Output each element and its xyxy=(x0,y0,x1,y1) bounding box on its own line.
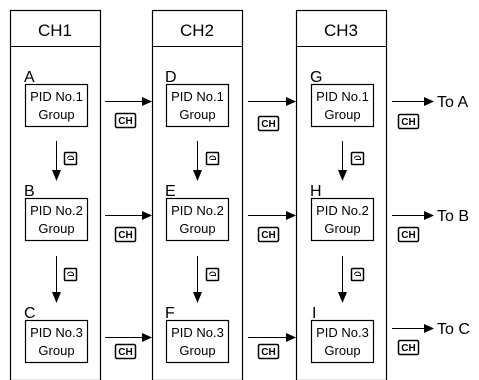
svg-text:CH: CH xyxy=(118,347,132,358)
column-header-ch2: CH2 xyxy=(180,21,214,40)
loop-key-icon xyxy=(63,151,78,166)
right-arrow xyxy=(105,333,152,342)
pid-group-box xyxy=(165,83,230,128)
pid-group-word: Group xyxy=(179,221,215,236)
svg-text:CH: CH xyxy=(261,230,275,241)
group-letter: C xyxy=(24,305,36,322)
svg-text:CH: CH xyxy=(118,116,132,127)
svg-text:CH: CH xyxy=(118,230,132,241)
group-letter: E xyxy=(165,183,176,200)
down-arrow xyxy=(338,256,347,303)
pid-group-name: PID No.3 xyxy=(316,325,369,340)
loop-key-icon xyxy=(350,151,365,166)
pid-group-box xyxy=(310,319,375,364)
pid-group-word: Group xyxy=(38,107,74,122)
ch-key-icon: CH xyxy=(397,113,420,130)
pid-group-word: Group xyxy=(179,107,215,122)
group-letter: A xyxy=(24,69,35,86)
pid-group-word: Group xyxy=(324,343,360,358)
pid-group-word: Group xyxy=(324,107,360,122)
group-letter: B xyxy=(24,183,35,200)
return-target-label: To C xyxy=(437,321,470,338)
pid-group-name: PID No.1 xyxy=(171,89,224,104)
down-arrow xyxy=(52,256,61,303)
loop-key-icon xyxy=(205,151,220,166)
group-letter: G xyxy=(310,69,322,86)
pid-group-word: Group xyxy=(38,221,74,236)
right-arrow xyxy=(105,97,152,106)
group-letter: D xyxy=(165,69,177,86)
svg-text:CH: CH xyxy=(261,119,275,130)
svg-text:CH: CH xyxy=(401,117,415,128)
group-letter: I xyxy=(312,305,316,322)
svg-text:CH: CH xyxy=(261,347,275,358)
loop-key-icon xyxy=(63,267,78,282)
pid-group-name: PID No.2 xyxy=(316,203,369,218)
pid-group-name: PID No.1 xyxy=(30,89,83,104)
right-arrow xyxy=(248,211,296,220)
return-arrow xyxy=(392,97,434,106)
pid-group-box xyxy=(310,83,375,128)
svg-text:CH: CH xyxy=(401,343,415,354)
pid-group-word: Group xyxy=(38,343,74,358)
group-letter: H xyxy=(310,183,322,200)
pid-group-box xyxy=(310,197,375,242)
right-arrow xyxy=(105,211,152,220)
group-letter: F xyxy=(165,305,175,322)
pid-group-box xyxy=(24,83,89,128)
down-arrow xyxy=(193,141,202,181)
pid-group-name: PID No.3 xyxy=(30,325,83,340)
return-arrow xyxy=(392,211,434,220)
channel-column-1 xyxy=(9,9,102,380)
column-header-ch3: CH3 xyxy=(324,21,358,40)
pid-group-name: PID No.3 xyxy=(171,325,224,340)
down-arrow xyxy=(193,256,202,303)
down-arrow xyxy=(52,141,61,181)
ch-key-icon: CH xyxy=(114,112,137,129)
return-arrow xyxy=(392,324,434,333)
ch-key-icon: CH xyxy=(397,226,420,243)
pid-group-word: Group xyxy=(324,221,360,236)
ch-key-icon: CH xyxy=(397,339,420,356)
svg-text:CH: CH xyxy=(401,230,415,241)
pid-group-box xyxy=(165,319,230,364)
loop-key-icon xyxy=(205,267,220,282)
return-target-label: To A xyxy=(437,94,468,111)
pid-group-box xyxy=(165,197,230,242)
ch-key-icon: CH xyxy=(114,226,137,243)
down-arrow xyxy=(338,141,347,181)
ch-key-icon: CH xyxy=(257,343,280,360)
channel-column-2 xyxy=(151,9,244,380)
pid-group-box xyxy=(24,197,89,242)
pid-group-box xyxy=(24,319,89,364)
right-arrow xyxy=(248,333,296,342)
loop-key-icon xyxy=(350,267,365,282)
column-header-ch1: CH1 xyxy=(38,21,72,40)
ch-key-icon: CH xyxy=(114,343,137,360)
ch-key-icon: CH xyxy=(257,226,280,243)
pid-group-name: PID No.1 xyxy=(316,89,369,104)
ch-key-icon: CH xyxy=(257,115,280,132)
channel-column-3 xyxy=(295,9,388,380)
pid-group-name: PID No.2 xyxy=(171,203,224,218)
return-target-label: To B xyxy=(437,208,469,225)
pid-group-word: Group xyxy=(179,343,215,358)
pid-group-name: PID No.2 xyxy=(30,203,83,218)
right-arrow xyxy=(248,97,296,106)
